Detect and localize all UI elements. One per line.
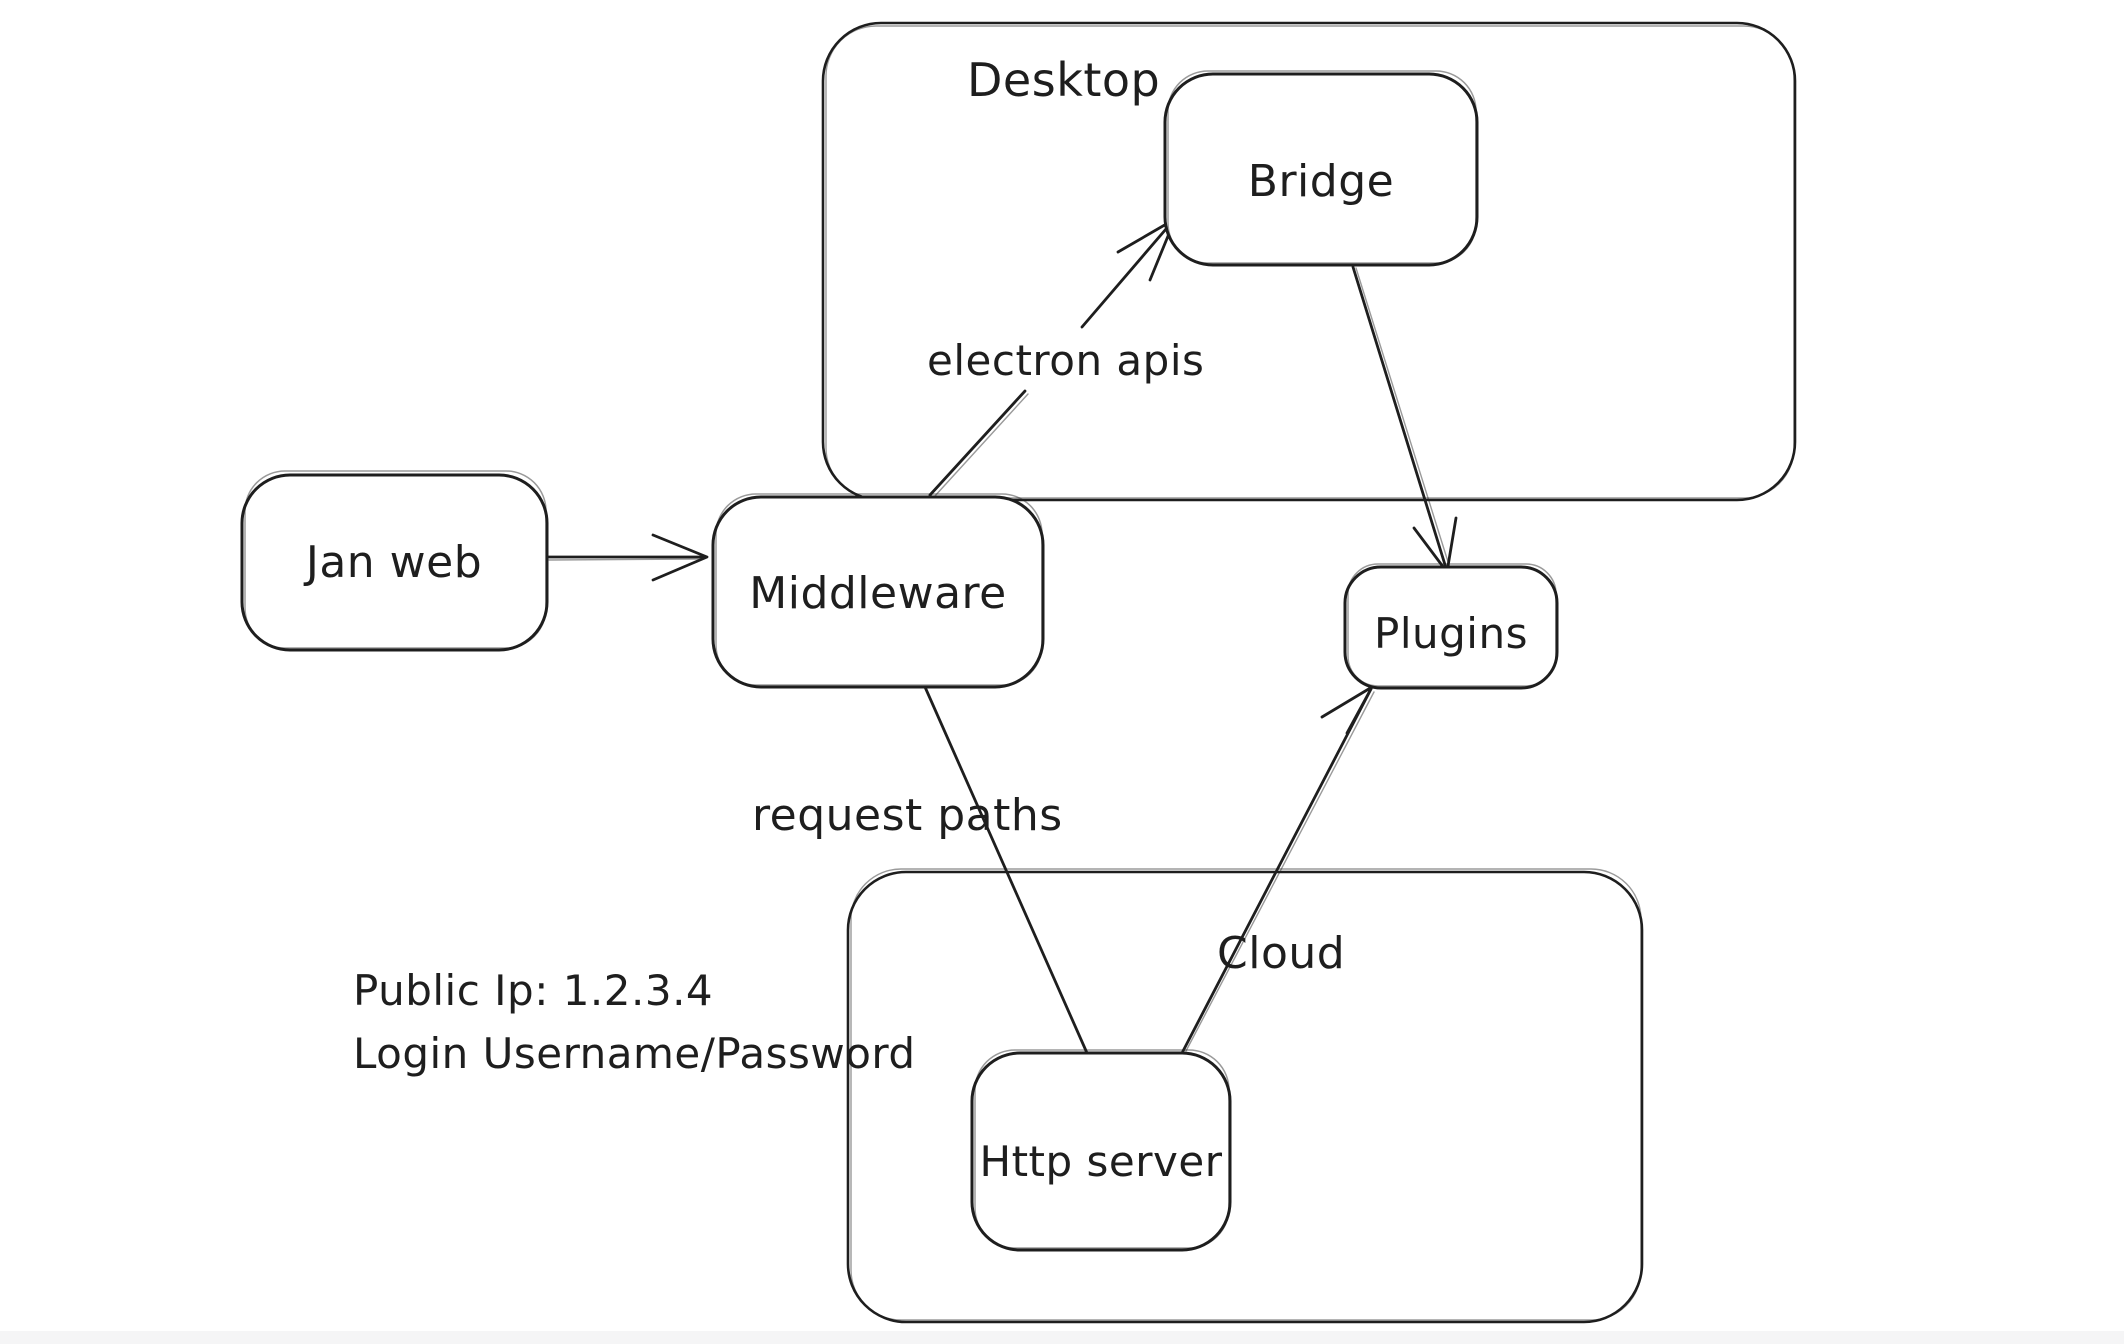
edge-label-request-paths: request paths	[752, 790, 1063, 841]
arrowhead-into-middleware	[651, 533, 709, 582]
node-http-server-label: Http server	[980, 1137, 1223, 1186]
annotation-public-ip[interactable]: Public Ip: 1.2.3.4	[353, 966, 713, 1015]
cloud-container-label: Cloud	[1217, 928, 1345, 979]
node-jan-web-label: Jan web	[303, 537, 482, 588]
node-plugins-label: Plugins	[1374, 609, 1528, 658]
node-bridge-label: Bridge	[1248, 156, 1394, 207]
node-plugins[interactable]	[1343, 563, 1559, 690]
edge-label-electron-apis: electron apis	[927, 336, 1204, 385]
node-middleware-label: Middleware	[749, 568, 1006, 619]
text-layer: Desktop Cloud Jan web Middleware Bridge …	[303, 53, 1528, 1186]
annotation-login[interactable]: Login Username/Password	[353, 1029, 916, 1078]
node-middleware[interactable]	[711, 493, 1045, 689]
ink-layer	[240, 21, 1797, 1324]
desktop-container-shape[interactable]	[821, 21, 1797, 502]
cloud-container-shape[interactable]	[846, 868, 1644, 1324]
node-bridge[interactable]	[1163, 70, 1479, 267]
node-jan-web[interactable]	[240, 470, 549, 652]
canvas-footer-strip	[0, 1331, 2124, 1344]
edge-middleware-httpserver[interactable]	[923, 685, 1089, 1055]
edge-janweb-middleware[interactable]	[545, 533, 709, 582]
desktop-container-label: Desktop	[967, 53, 1160, 107]
node-http-server[interactable]	[970, 1049, 1232, 1252]
